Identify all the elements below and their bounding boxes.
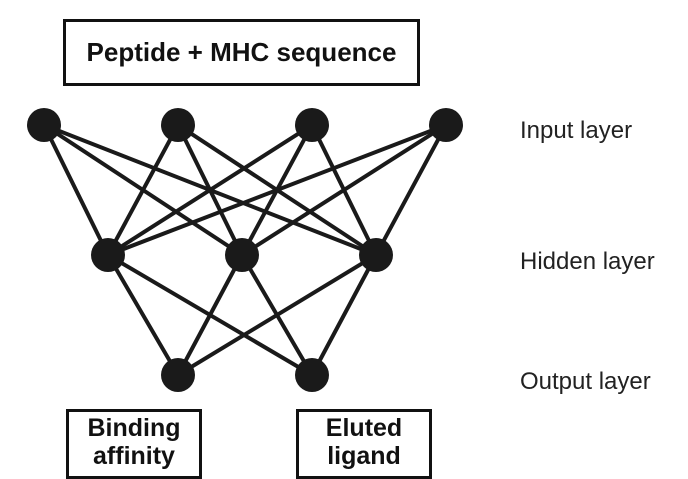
output-box-line: ligand [327, 442, 401, 470]
output-box-eluted-ligand: Eluted ligand [296, 409, 432, 479]
neural-network-diagram: Peptide + MHC sequence Input layer Hidde… [27, 19, 655, 479]
connection-edge [176, 253, 244, 377]
output-node [161, 358, 195, 392]
connection-edge [106, 253, 180, 377]
output-box-line: Eluted [325, 414, 403, 442]
hidden-layer-label: Hidden layer [520, 248, 655, 275]
output-box-line: affinity [93, 442, 175, 470]
output-box-line: Binding [87, 414, 181, 442]
hidden-node [359, 238, 393, 272]
connection-edge [310, 253, 378, 377]
input-layer-label: Input layer [520, 117, 633, 144]
hidden-node [225, 238, 259, 272]
input-node [27, 108, 61, 142]
input-sequence-label: Peptide + MHC sequence [86, 37, 397, 67]
output-node [295, 358, 329, 392]
input-sequence-box: Peptide + MHC sequence [63, 19, 420, 86]
connection-edge [374, 123, 448, 257]
output-box-binding-affinity: Binding affinity [66, 409, 202, 479]
input-node [429, 108, 463, 142]
output-layer-label: Output layer [520, 368, 651, 395]
network-nodes [27, 108, 463, 392]
input-node [295, 108, 329, 142]
network-edges [42, 123, 448, 377]
connection-edge [176, 253, 378, 377]
input-node [161, 108, 195, 142]
hidden-node [91, 238, 125, 272]
network-graph [27, 108, 463, 392]
connection-edge [106, 123, 314, 257]
connection-edge [106, 123, 180, 257]
connection-edge [42, 123, 110, 257]
connection-edge [240, 123, 448, 257]
connection-edge [106, 123, 448, 257]
